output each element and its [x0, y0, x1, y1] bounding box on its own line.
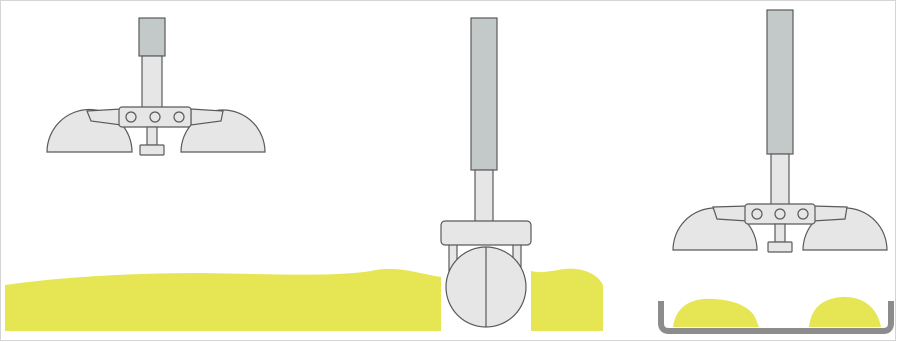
bulk-material-pile [5, 268, 441, 331]
stem [146, 126, 158, 146]
piston-rod [770, 153, 790, 209]
gripper-open-releasing-over-tray [672, 9, 888, 253]
pivot-pin [751, 208, 763, 220]
stem [774, 223, 786, 243]
pivot-pin [173, 111, 185, 123]
foot-plate [139, 144, 165, 156]
piston-rod [474, 169, 494, 225]
released-material-left [673, 298, 759, 327]
pivot-pin [774, 208, 786, 220]
hydraulic-cylinder [470, 17, 498, 171]
hydraulic-cylinder [766, 9, 794, 155]
bulk-material-pile-right [531, 268, 603, 331]
pivot-pin [125, 111, 137, 123]
pivot-pin [149, 111, 161, 123]
hydraulic-cylinder [138, 17, 166, 57]
pivot-block [440, 220, 532, 246]
gripper-closed-in-material [440, 17, 532, 328]
gripper-open-raised [46, 17, 266, 156]
piston-rod [141, 55, 163, 113]
pivot-pin [797, 208, 809, 220]
foot-plate [767, 241, 793, 253]
released-material-right [809, 296, 881, 327]
collection-tray [658, 301, 894, 334]
